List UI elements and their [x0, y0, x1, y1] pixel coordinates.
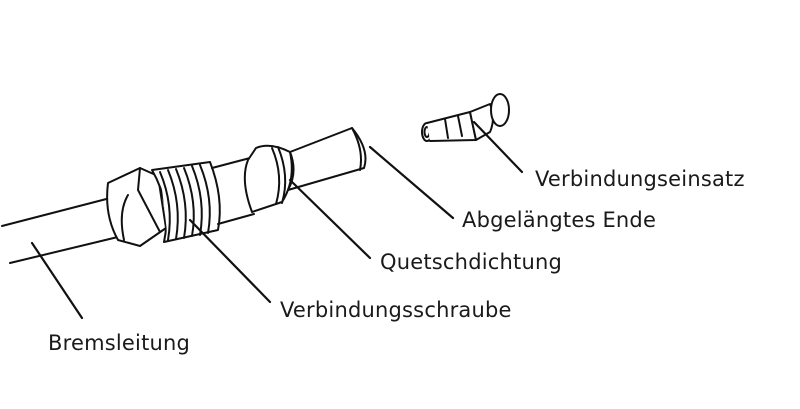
label-hose: Bremsleitung	[48, 331, 191, 355]
cut-end-drawing	[287, 127, 367, 191]
label-screw: Verbindungsschraube	[280, 298, 512, 322]
brake-hose-drawing	[1, 195, 123, 264]
leader-olive	[288, 178, 372, 260]
label-insert: Verbindungseinsatz	[535, 167, 745, 191]
leader-hose	[30, 241, 84, 320]
connection-screw-drawing	[106, 157, 255, 247]
leader-insert	[472, 120, 524, 174]
connection-insert-drawing	[421, 93, 510, 142]
compression-olive-drawing	[243, 144, 293, 213]
leader-screw	[188, 218, 272, 304]
label-cut-end: Abgelängtes Ende	[462, 208, 657, 232]
leader-cut-end	[368, 145, 455, 220]
label-olive: Quetschdichtung	[380, 250, 562, 274]
leader-lines	[30, 120, 524, 320]
